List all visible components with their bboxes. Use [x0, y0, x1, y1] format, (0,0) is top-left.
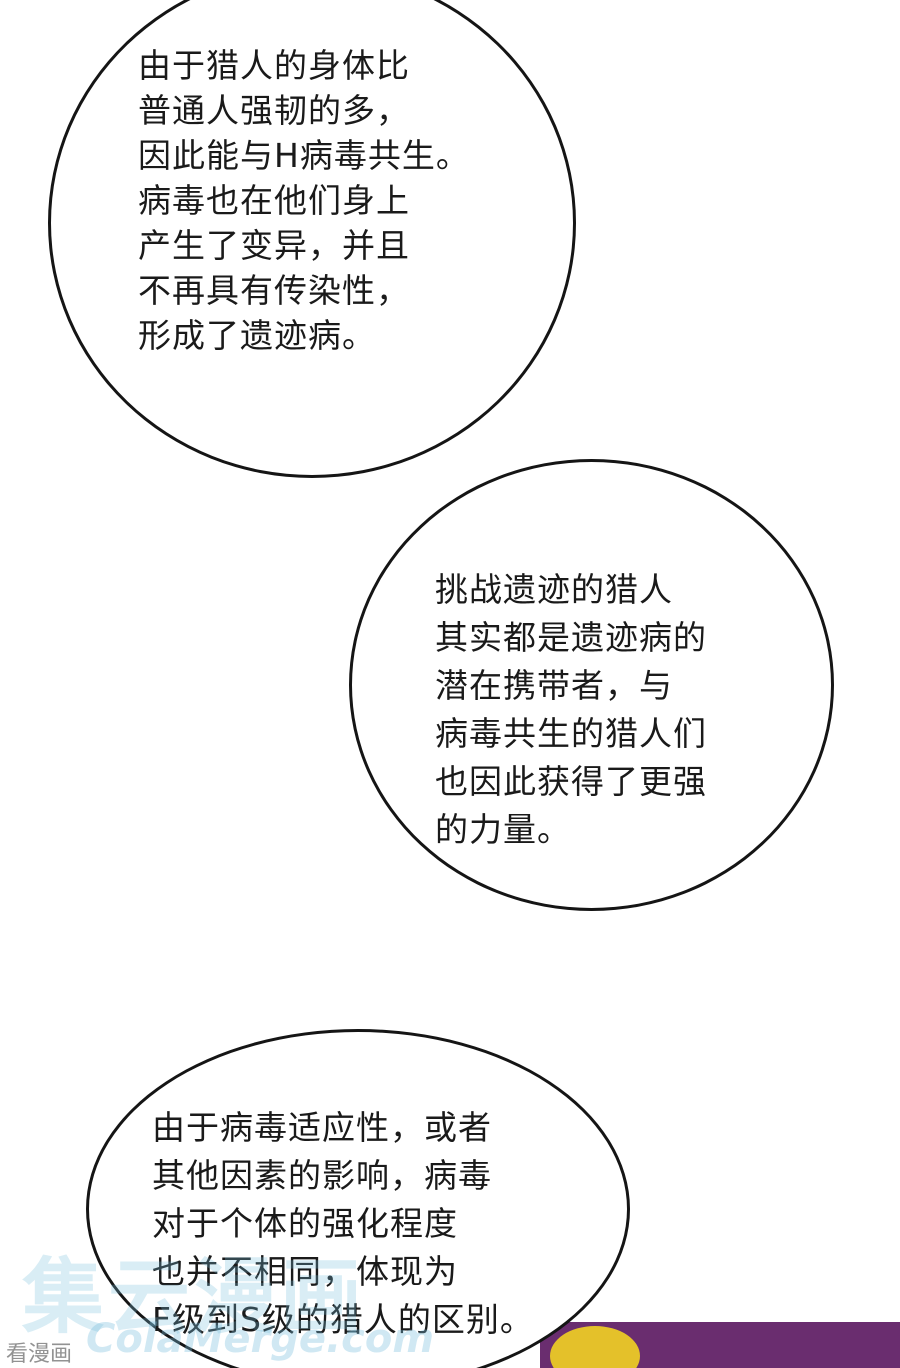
bubble-1-line: 由于猎人的身体比 — [138, 46, 410, 85]
bubble-1-line: 产生了变异，并且 — [138, 226, 410, 265]
bubble-2-line: 病毒共生的猎人们 — [435, 714, 707, 753]
speech-bubble-3: 由于病毒适应性，或者 其他因素的影响，病毒 对于个体的强化程度 也并不相同，体现… — [86, 1029, 630, 1368]
bubble-1-line: 形成了遗迹病。 — [138, 316, 376, 355]
bubble-3-line: 对于个体的强化程度 — [152, 1204, 458, 1243]
bubble-3-line: F级到S级的猎人的区别。 — [152, 1300, 534, 1339]
bubble-3-text: 由于病毒适应性，或者 其他因素的影响，病毒 对于个体的强化程度 也并不相同，体现… — [152, 1104, 534, 1344]
bubble-2-line: 也因此获得了更强 — [435, 762, 707, 801]
bubble-1-text: 由于猎人的身体比 普通人强韧的多， 因此能与H病毒共生。 病毒也在他们身上 产生… — [138, 43, 470, 358]
bubble-2-line: 其实都是遗迹病的 — [435, 618, 707, 657]
bubble-3-line: 由于病毒适应性，或者 — [152, 1108, 492, 1147]
bubble-3-line: 也并不相同，体现为 — [152, 1252, 458, 1291]
watermark: 集云漫画 ColaMerge.com 看漫画 — [0, 1220, 434, 1368]
bubble-2-line: 潜在携带者，与 — [435, 666, 673, 705]
watermark-logo: 集云漫画 — [22, 1250, 367, 1345]
bubble-1-line: 病毒也在他们身上 — [138, 181, 410, 220]
bubble-1-line: 普通人强韧的多， — [138, 91, 410, 130]
watermark-site: ColaMerge.com — [86, 1316, 435, 1362]
speech-bubble-1: 由于猎人的身体比 普通人强韧的多， 因此能与H病毒共生。 病毒也在他们身上 产生… — [48, 0, 576, 478]
speech-bubble-2: 挑战遗迹的猎人 其实都是遗迹病的 潜在携带者，与 病毒共生的猎人们 也因此获得了… — [349, 459, 834, 911]
bubble-2-line: 挑战遗迹的猎人 — [435, 570, 673, 609]
bubble-2-text: 挑战遗迹的猎人 其实都是遗迹病的 潜在携带者，与 病毒共生的猎人们 也因此获得了… — [435, 566, 707, 854]
bubble-3-line: 其他因素的影响，病毒 — [152, 1156, 492, 1195]
panel-artwork-blob — [550, 1326, 640, 1368]
bubble-1-line: 因此能与H病毒共生。 — [138, 136, 470, 175]
bubble-2-line: 的力量。 — [435, 810, 571, 849]
bubble-1-line: 不再具有传染性， — [138, 271, 410, 310]
watermark-corner-label: 看漫画 — [6, 1342, 73, 1367]
next-panel-fragment — [540, 1322, 900, 1368]
